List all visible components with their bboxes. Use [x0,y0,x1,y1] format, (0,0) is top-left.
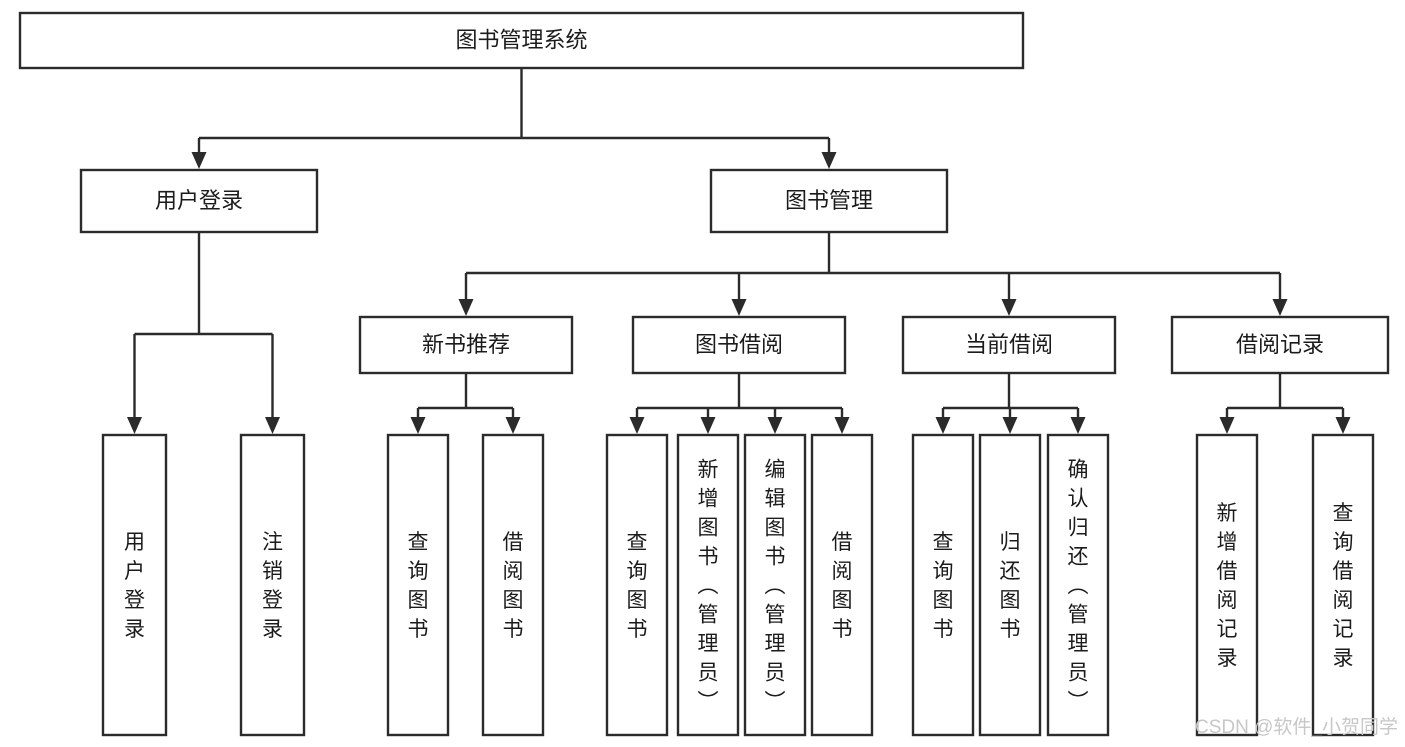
node-user-login[interactable]: 用户登录 [79,168,319,234]
node-label-leaf-confirm-return-admin: 确认归还︵管理员︶ [1068,459,1089,714]
node-box-leaf-add-borrow-record[interactable] [1195,433,1259,737]
node-leaf-query-book-borrow[interactable]: 查询图书 [605,433,669,737]
arrow-head-icon-user-login [191,152,207,169]
node-box-leaf-user-login[interactable] [101,433,168,737]
arrow-head-icon-leaf-logout-login [265,417,280,434]
node-box-leaf-return-book[interactable] [978,433,1042,737]
node-label-leaf-edit-book-admin: 编辑图书︵管理员︶ [765,459,786,714]
arrow-head-icon-leaf-borrow-book [834,417,850,434]
node-label-borrow-record: 借阅记录 [1236,332,1324,357]
node-label-leaf-query-borrow-record: 查询借阅记录 [1333,502,1354,670]
node-leaf-borrow-book-recommend[interactable]: 借阅图书 [481,433,545,737]
csdn-watermark: CSDN @软件_小贺同学 [1195,716,1398,738]
node-leaf-return-book[interactable]: 归还图书 [978,433,1042,737]
node-leaf-query-book-recommend[interactable]: 查询图书 [386,433,450,737]
node-box-leaf-query-book-borrow[interactable] [605,433,669,737]
node-box-borrow-record[interactable] [1170,315,1390,375]
node-box-leaf-edit-book-admin[interactable] [743,433,807,737]
node-label-leaf-add-book-admin: 新增图书︵管理员︶ [698,459,719,714]
arrow-head-icon-book-management [821,152,837,169]
node-leaf-confirm-return-admin[interactable]: 确认归还︵管理员︶ [1046,433,1110,737]
arrow-head-icon-leaf-borrow-book-recommend [505,417,521,434]
node-leaf-add-book-admin[interactable]: 新增图书︵管理员︶ [676,433,740,737]
node-label-root: 图书管理系统 [455,27,587,52]
node-leaf-borrow-book[interactable]: 借阅图书 [810,433,874,737]
node-box-leaf-query-borrow-record[interactable] [1311,433,1375,737]
node-label-user-login: 用户登录 [155,188,243,213]
node-box-leaf-add-book-admin[interactable] [676,433,740,737]
arrow-head-icon-new-book-recommend [458,299,474,316]
arrow-head-icon-leaf-edit-book-admin [767,417,783,434]
arrow-head-icon-leaf-query-book-borrow [629,417,645,434]
arrow-head-icon-leaf-user-login [127,417,142,434]
arrow-head-icon-borrow-record [1272,299,1288,316]
node-label-leaf-return-book: 归还图书 [1000,531,1021,641]
node-box-leaf-confirm-return-admin[interactable] [1046,433,1110,737]
node-box-leaf-borrow-book[interactable] [810,433,874,737]
node-box-root[interactable] [18,11,1025,70]
node-box-leaf-query-book-recommend[interactable] [386,433,450,737]
node-book-management[interactable]: 图书管理 [709,168,949,234]
node-new-book-recommend[interactable]: 新书推荐 [358,315,574,375]
arrow-head-icon-leaf-query-borrow-record [1335,417,1351,434]
arrow-head-icon-leaf-add-borrow-record [1219,417,1235,434]
node-label-leaf-query-book-recommend: 查询图书 [408,531,429,641]
node-box-leaf-borrow-book-recommend[interactable] [481,433,545,737]
node-label-book-borrow: 图书借阅 [695,332,783,357]
node-leaf-query-book-current[interactable]: 查询图书 [911,433,975,737]
node-label-book-management: 图书管理 [785,188,873,213]
node-box-current-borrow[interactable] [901,315,1117,375]
node-current-borrow[interactable]: 当前借阅 [901,315,1117,375]
node-label-leaf-logout-login: 注销登录 [262,531,283,641]
arrow-head-icon-current-borrow [1001,299,1017,316]
node-box-new-book-recommend[interactable] [358,315,574,375]
node-label-leaf-user-login: 用户登录 [124,531,145,641]
node-leaf-edit-book-admin[interactable]: 编辑图书︵管理员︶ [743,433,807,737]
node-borrow-record[interactable]: 借阅记录 [1170,315,1390,375]
arrow-head-icon-leaf-query-book-current [935,417,951,434]
node-label-current-borrow: 当前借阅 [965,332,1053,357]
node-label-leaf-borrow-book: 借阅图书 [832,531,853,641]
arrow-head-icon-leaf-confirm-return-admin [1070,417,1086,434]
node-box-leaf-logout-login[interactable] [239,433,306,737]
arrow-head-icon-leaf-return-book [1002,417,1018,434]
node-boxes-group: 图书管理系统用户登录图书管理新书推荐图书借阅当前借阅借阅记录用户登录注销登录查询… [18,11,1390,737]
connector-lines-group [127,68,1351,434]
node-leaf-logout-login[interactable]: 注销登录 [239,433,306,737]
node-label-leaf-add-borrow-record: 新增借阅记录 [1217,502,1238,670]
node-box-user-login[interactable] [79,168,319,234]
node-label-leaf-borrow-book-recommend: 借阅图书 [503,531,524,641]
node-leaf-add-borrow-record[interactable]: 新增借阅记录 [1195,433,1259,737]
node-box-book-management[interactable] [709,168,949,234]
node-leaf-user-login[interactable]: 用户登录 [101,433,168,737]
node-label-new-book-recommend: 新书推荐 [422,332,510,357]
arrow-head-icon-leaf-query-book-recommend [410,417,426,434]
node-label-leaf-query-book-borrow: 查询图书 [627,531,648,641]
node-root[interactable]: 图书管理系统 [18,11,1025,70]
arrow-head-icon-book-borrow [731,299,747,316]
node-book-borrow[interactable]: 图书借阅 [631,315,847,375]
node-box-leaf-query-book-current[interactable] [911,433,975,737]
arrow-head-icon-leaf-add-book-admin [700,417,716,434]
node-box-book-borrow[interactable] [631,315,847,375]
node-leaf-query-borrow-record[interactable]: 查询借阅记录 [1311,433,1375,737]
node-label-leaf-query-book-current: 查询图书 [933,531,954,641]
